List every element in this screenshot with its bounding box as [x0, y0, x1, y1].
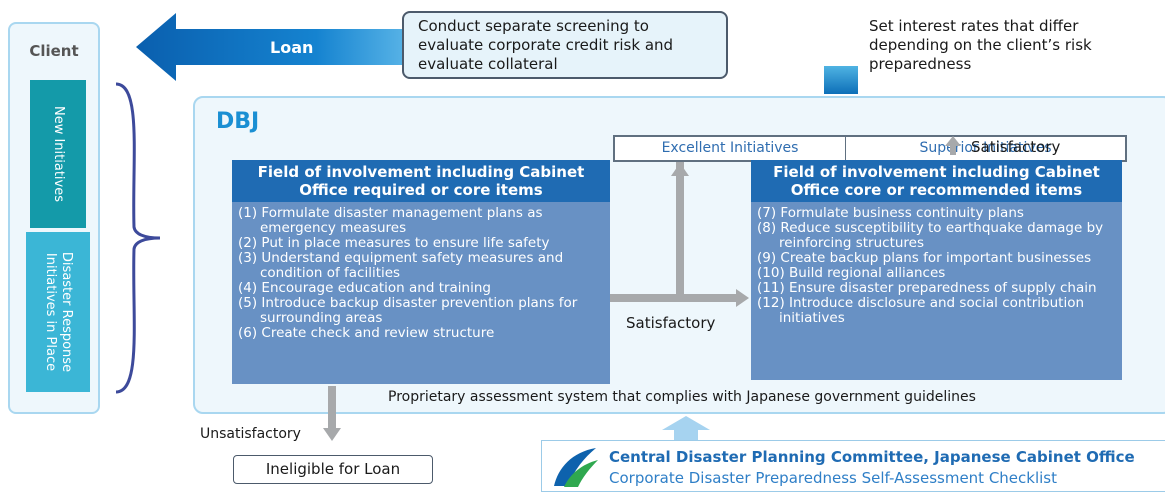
superior-arrowhead-icon	[945, 136, 961, 146]
rating-divider	[845, 137, 846, 160]
list-item: (1) Formulate disaster management plans …	[238, 205, 543, 236]
disaster-initiatives-label: Disaster Response Initiatives in Place	[42, 252, 74, 372]
left-field-title: Field of involvement including Cabinet O…	[232, 160, 610, 202]
new-initiatives-label: New Initiatives	[51, 105, 66, 203]
interest-rate-bar	[824, 66, 858, 94]
list-item: (10) Build regional alliances	[757, 265, 946, 281]
connector-right-line	[610, 294, 736, 302]
list-item: (5) Introduce backup disaster prevention…	[238, 295, 578, 326]
dbj-label: DBJ	[216, 109, 260, 134]
client-brace-icon	[115, 82, 161, 394]
list-item: (3) Understand equipment safety measures…	[238, 250, 564, 281]
satisfactory-superior-label: Satisfactory	[971, 138, 1061, 156]
left-field-list: (1) Formulate disaster management plans …	[232, 202, 610, 345]
superior-arrow-stem	[950, 146, 956, 155]
cabinet-subtitle: Corporate Disaster Preparedness Self-Ass…	[609, 469, 1058, 487]
list-item: (8) Reduce susceptibility to earthquake …	[757, 220, 1104, 251]
unsatisfactory-arrow-stem	[328, 386, 336, 430]
list-item: (2) Put in place measures to ensure life…	[238, 235, 550, 251]
right-field-list: (7) Formulate business continuity plans …	[751, 202, 1122, 330]
disaster-initiatives-line1: Disaster Response	[59, 251, 74, 373]
satisfactory-label: Satisfactory	[626, 314, 716, 332]
list-item: (7) Formulate business continuity plans	[757, 205, 1024, 221]
client-title: Client	[29, 42, 79, 60]
excellent-arrowhead-icon	[671, 163, 689, 176]
list-item: (9) Create backup plans for important bu…	[757, 250, 1092, 266]
unsatisfactory-label: Unsatisfactory	[200, 426, 301, 442]
cabinet-up-arrow-icon	[662, 416, 710, 440]
right-field-title: Field of involvement including Cabinet O…	[751, 160, 1122, 202]
right-field-box: Field of involvement including Cabinet O…	[751, 160, 1122, 380]
list-item: (6) Create check and review structure	[238, 325, 495, 341]
list-item: (12) Introduce disclosure and social con…	[757, 295, 1085, 326]
loan-label: Loan	[270, 38, 314, 57]
new-initiatives-box: New Initiatives	[30, 80, 86, 228]
rating-excellent: Excellent Initiatives	[661, 140, 799, 156]
right-arrowhead-icon	[736, 289, 749, 307]
left-field-box: Field of involvement including Cabinet O…	[232, 160, 610, 384]
disaster-initiatives-line2: Initiatives in Place	[43, 252, 58, 372]
loan-arrow-icon	[136, 13, 436, 81]
disaster-initiatives-box: Disaster Response Initiatives in Place	[26, 232, 90, 392]
list-item: (4) Encourage education and training	[238, 280, 491, 296]
ratings-box	[613, 135, 1127, 162]
list-item: (11) Ensure disaster preparedness of sup…	[757, 280, 1097, 296]
cabinet-title: Central Disaster Planning Committee, Jap…	[609, 448, 1135, 466]
screening-box: Conduct separate screening to evaluate c…	[402, 11, 728, 79]
ineligible-box: Ineligible for Loan	[233, 455, 433, 484]
cabinet-logo-icon	[554, 448, 598, 487]
down-arrowhead-icon	[323, 428, 341, 441]
connector-up-line	[676, 150, 684, 296]
proprietary-text: Proprietary assessment system that compl…	[388, 389, 976, 405]
interest-rate-text: Set interest rates that differ depending…	[869, 17, 1092, 73]
